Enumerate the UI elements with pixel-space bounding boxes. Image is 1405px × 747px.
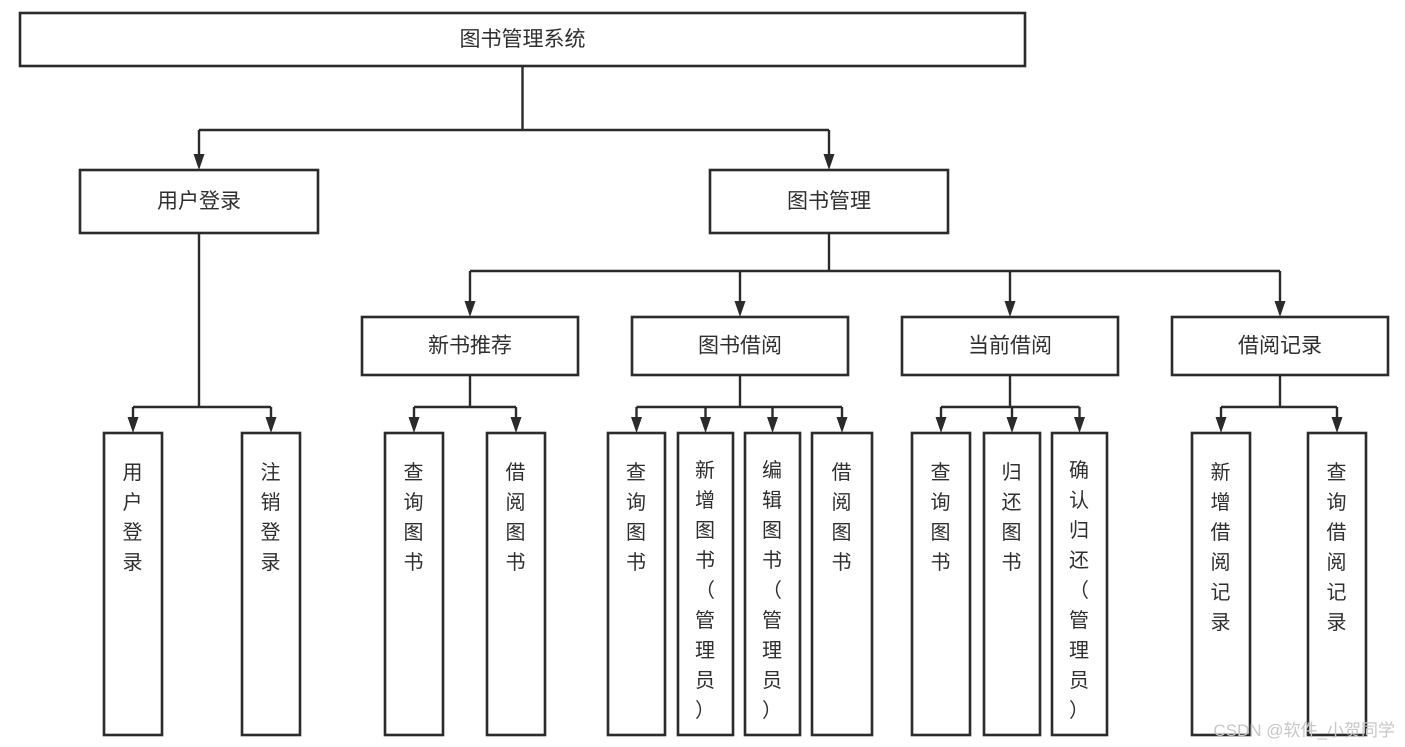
node-leaf-query-book-3[interactable]: 查询图书 — [910, 431, 972, 737]
node-box — [18, 11, 1027, 68]
node-box — [810, 431, 874, 737]
node-book-manage[interactable]: 图书管理 — [708, 168, 950, 235]
node-leaf-borrow-book-2[interactable]: 借阅图书 — [810, 431, 874, 737]
node-label: 借阅记录 — [1238, 335, 1322, 358]
node-label: 新增图书（管理员） — [695, 459, 716, 722]
node-label: 用户登录 — [123, 462, 144, 574]
node-box — [676, 431, 735, 737]
connector-group — [631, 375, 848, 433]
watermark-label: CSDN @软件_小贺同学 — [1213, 721, 1395, 740]
node-label: 图书管理 — [787, 190, 871, 213]
node-box — [982, 431, 1042, 737]
node-leaf-return-book[interactable]: 归还图书 — [982, 431, 1042, 737]
node-box — [78, 168, 320, 235]
node-label: 借阅图书 — [506, 461, 527, 574]
node-box — [743, 431, 802, 737]
node-label: 当前借阅 — [968, 335, 1052, 358]
connector-layer — [127, 66, 1343, 433]
node-box — [910, 431, 972, 737]
node-label: 查询图书 — [931, 461, 952, 574]
node-layer: 图书管理系统用户登录图书管理新书推荐图书借阅当前借阅借阅记录用户登录注销登录查询… — [18, 11, 1390, 737]
node-label: 图书管理系统 — [460, 28, 586, 51]
connector-group — [193, 66, 835, 170]
node-label: 图书借阅 — [698, 335, 782, 358]
node-label: 用户登录 — [157, 190, 241, 213]
node-box — [1190, 431, 1252, 737]
node-box — [1050, 431, 1109, 737]
node-box — [900, 315, 1120, 377]
node-leaf-query-book-1[interactable]: 查询图书 — [383, 431, 445, 737]
node-leaf-query-book-2[interactable]: 查询图书 — [606, 431, 667, 737]
node-borrow-record[interactable]: 借阅记录 — [1170, 315, 1390, 377]
node-leaf-user-logout[interactable]: 注销登录 — [240, 431, 302, 737]
node-label: 新增借阅记录 — [1211, 461, 1232, 634]
node-leaf-confirm-return[interactable]: 确认归还（管理员） — [1050, 431, 1109, 737]
node-book-borrow[interactable]: 图书借阅 — [630, 315, 850, 377]
node-box — [240, 431, 302, 737]
node-leaf-query-record[interactable]: 查询借阅记录 — [1306, 431, 1368, 737]
node-label: 归还图书 — [1002, 461, 1023, 574]
node-label: 查询图书 — [404, 461, 425, 574]
node-box — [708, 168, 950, 235]
node-leaf-add-book[interactable]: 新增图书（管理员） — [676, 431, 735, 737]
connector-group — [408, 375, 522, 433]
node-label: 查询借阅记录 — [1327, 461, 1348, 634]
node-user-login[interactable]: 用户登录 — [78, 168, 320, 235]
node-leaf-borrow-book-1[interactable]: 借阅图书 — [485, 431, 547, 737]
node-label: 注销登录 — [261, 461, 282, 574]
node-box — [1306, 431, 1368, 737]
node-root[interactable]: 图书管理系统 — [18, 11, 1027, 68]
node-label: 查询图书 — [626, 461, 647, 574]
node-box — [102, 431, 164, 737]
node-new-book-rec[interactable]: 新书推荐 — [360, 315, 580, 377]
node-box — [630, 315, 850, 377]
node-box — [1170, 315, 1390, 377]
connector-group — [464, 233, 1286, 317]
node-box — [606, 431, 667, 737]
node-box — [485, 431, 547, 737]
node-label: 编辑图书（管理员） — [762, 459, 783, 722]
connector-group — [127, 233, 277, 433]
node-label: 新书推荐 — [428, 335, 512, 358]
connector-group — [1215, 375, 1343, 433]
connector-group — [935, 375, 1085, 433]
node-label: 确认归还（管理员） — [1069, 459, 1090, 722]
node-leaf-add-record[interactable]: 新增借阅记录 — [1190, 431, 1252, 737]
node-box — [360, 315, 580, 377]
node-current-borrow[interactable]: 当前借阅 — [900, 315, 1120, 377]
node-leaf-user-login[interactable]: 用户登录 — [102, 431, 164, 737]
node-box — [383, 431, 445, 737]
node-label: 借阅图书 — [832, 461, 853, 574]
node-leaf-edit-book[interactable]: 编辑图书（管理员） — [743, 431, 802, 737]
